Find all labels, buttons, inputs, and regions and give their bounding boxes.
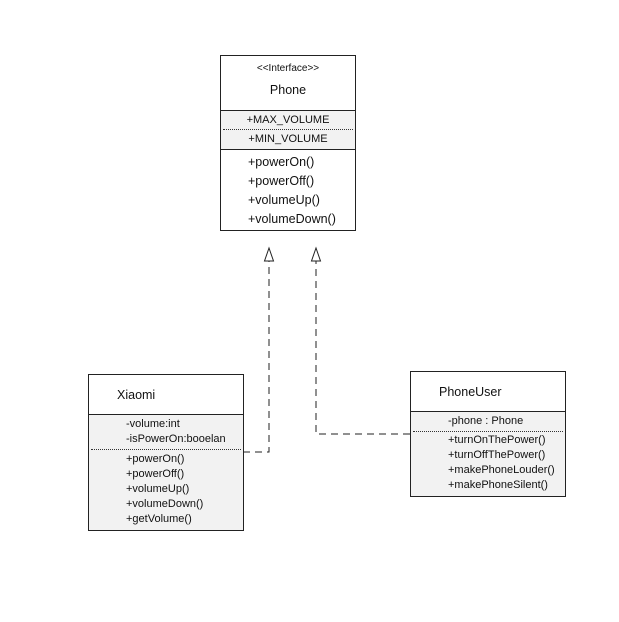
- phone-method: +powerOn(): [248, 155, 315, 169]
- xiaomi-attributes-divider: [91, 449, 241, 450]
- xiaomi-attribute: -isPowerOn:booelan: [126, 433, 226, 445]
- phone-methods-section: +powerOn() +powerOff() +volumeUp() +volu…: [221, 150, 355, 230]
- phoneuser-body: -phone : Phone +turnOnThePower() +turnOf…: [411, 412, 565, 496]
- phoneuser-method: +turnOnThePower(): [448, 434, 546, 446]
- xiaomi-realization-line: [243, 261, 270, 453]
- xiaomi-attribute: -volume:int: [126, 418, 180, 430]
- phoneuser-attributes-divider: [413, 431, 563, 432]
- xiaomi-method: +powerOn(): [126, 453, 185, 465]
- xiaomi-header: Xiaomi: [89, 375, 243, 414]
- phone-header-divider: [221, 110, 355, 111]
- phone-interface-box[interactable]: <<Interface>> Phone +MAX_VOLUME +MIN_VOL…: [220, 55, 356, 231]
- phoneuser-header-divider: [411, 411, 565, 412]
- xiaomi-method: +powerOff(): [126, 468, 185, 480]
- phoneuser-attribute: -phone : Phone: [448, 415, 524, 427]
- xiaomi-class-box[interactable]: Xiaomi -volume:int -isPowerOn:booelan +p…: [88, 374, 244, 531]
- phoneuser-class-name: PhoneUser: [439, 385, 502, 399]
- phone-constants-divider-bottom: [221, 149, 355, 150]
- phoneuser-method: +makePhoneLouder(): [448, 464, 555, 476]
- phone-method: +volumeUp(): [248, 193, 320, 207]
- phoneuser-method: +turnOffThePower(): [448, 449, 546, 461]
- xiaomi-class-name: Xiaomi: [117, 388, 156, 402]
- xiaomi-method: +getVolume(): [126, 513, 192, 525]
- phoneuser-realization-arrow: [310, 246, 410, 435]
- phoneuser-method: +makePhoneSilent(): [448, 479, 548, 491]
- phone-method: +powerOff(): [248, 174, 315, 188]
- phone-constant-max-volume: +MAX_VOLUME: [246, 114, 330, 126]
- phone-stereotype: <<Interface>>: [256, 63, 320, 74]
- phone-header: <<Interface>> Phone: [221, 56, 355, 110]
- phoneuser-arrowhead-icon: [310, 246, 322, 262]
- phoneuser-realization-line: [315, 261, 410, 435]
- phone-constants-divider: [223, 129, 353, 130]
- xiaomi-realization-arrow: [243, 246, 275, 453]
- phone-constant-min-volume: +MIN_VOLUME: [248, 133, 328, 145]
- phone-class-name: Phone: [269, 83, 307, 97]
- phoneuser-header: PhoneUser: [411, 372, 565, 411]
- xiaomi-arrowhead-icon: [263, 246, 275, 262]
- xiaomi-method: +volumeDown(): [126, 498, 204, 510]
- phoneuser-class-box[interactable]: PhoneUser -phone : Phone +turnOnThePower…: [410, 371, 566, 497]
- phone-method: +volumeDown(): [248, 212, 336, 226]
- xiaomi-header-divider: [89, 414, 243, 415]
- xiaomi-body: -volume:int -isPowerOn:booelan +powerOn(…: [89, 415, 243, 530]
- phone-constants-section: +MAX_VOLUME +MIN_VOLUME: [221, 111, 355, 149]
- xiaomi-method: +volumeUp(): [126, 483, 190, 495]
